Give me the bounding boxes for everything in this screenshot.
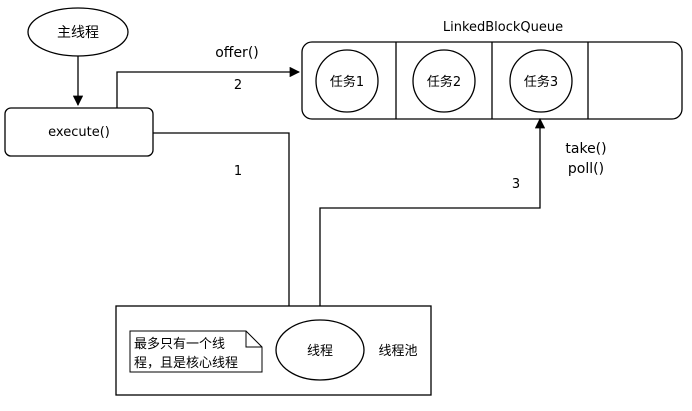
- note-line-2: 程，且是核心线程: [134, 356, 238, 371]
- take-step-number: 3: [512, 177, 520, 192]
- arrow-submit: [153, 132, 295, 330]
- queue-node: [301, 41, 683, 120]
- thread-pool-label: 线程池: [378, 344, 417, 359]
- offer-step-number: 2: [234, 78, 242, 93]
- arrow-offer: [116, 66, 301, 108]
- execute-label: execute(): [48, 125, 110, 140]
- worker-thread-node: 线程: [275, 319, 365, 381]
- task-2-label: 任务2: [427, 74, 461, 90]
- main-thread-node: 主线程: [27, 7, 129, 57]
- offer-label: offer(): [215, 45, 259, 61]
- worker-thread-label: 线程: [307, 344, 333, 359]
- task-2: 任务2: [412, 49, 476, 113]
- poll-label: poll(): [568, 161, 604, 177]
- note-line-1: 最多只有一个线: [134, 336, 225, 352]
- arrow-take: [319, 117, 546, 325]
- task-1-label: 任务1: [330, 74, 364, 90]
- submit-step-number: 1: [234, 164, 242, 179]
- task-3: 任务3: [509, 49, 573, 113]
- execute-node: execute(): [4, 107, 154, 157]
- main-thread-label: 主线程: [57, 25, 99, 41]
- queue-title: LinkedBlockQueue: [443, 20, 563, 35]
- task-1: 任务1: [315, 49, 379, 113]
- task-3-label: 任务3: [524, 74, 558, 90]
- take-label: take(): [565, 141, 606, 157]
- note-box: 最多只有一个线 程，且是核心线程: [129, 330, 263, 373]
